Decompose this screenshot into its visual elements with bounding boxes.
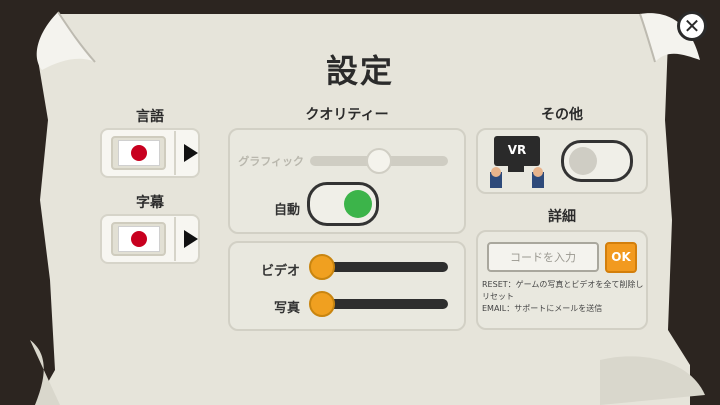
video-label: ビデオ [260, 264, 300, 279]
page-title: 設定 [325, 52, 394, 90]
vr-headset-icon [490, 136, 544, 188]
toggle-knob [569, 147, 597, 175]
media-panel [228, 241, 466, 331]
video-slider-handle[interactable] [309, 254, 335, 280]
reset-note: RESET：ゲームの写真とビデオを全て削除しリセット [482, 280, 644, 301]
other-label: その他 [541, 107, 583, 123]
divider [174, 131, 176, 175]
language-selector[interactable] [100, 128, 200, 178]
play-arrow-icon[interactable] [184, 230, 198, 248]
auto-label: 自動 [273, 203, 300, 218]
quality-label: クオリティー [305, 107, 389, 123]
photo-slider[interactable] [312, 299, 448, 309]
japan-flag-icon [117, 140, 160, 166]
graphics-slider-handle[interactable] [366, 148, 392, 174]
language-label: 言語 [136, 109, 164, 125]
photo-label: 写真 [273, 301, 300, 316]
subtitles-label: 字幕 [136, 195, 164, 211]
graphics-label: グラフィック [238, 155, 304, 168]
toggle-knob [344, 190, 372, 218]
vr-toggle[interactable] [561, 140, 633, 182]
close-icon: ✕ [683, 14, 701, 38]
divider [174, 217, 176, 261]
play-arrow-icon[interactable] [184, 144, 198, 162]
vr-label: VR [507, 143, 527, 157]
code-input[interactable] [487, 242, 599, 272]
auto-toggle[interactable] [307, 182, 379, 226]
ok-button[interactable]: OK [605, 242, 637, 273]
details-label: 詳細 [548, 209, 576, 225]
language-flag-frame [111, 136, 167, 170]
subtitles-flag-frame [111, 222, 167, 256]
japan-flag-icon [117, 226, 160, 252]
video-slider[interactable] [312, 262, 448, 272]
subtitles-selector[interactable] [100, 214, 200, 264]
close-button[interactable]: ✕ [677, 11, 707, 41]
photo-slider-handle[interactable] [309, 291, 335, 317]
email-note: EMAIL：サポートにメールを送信 [482, 304, 603, 313]
